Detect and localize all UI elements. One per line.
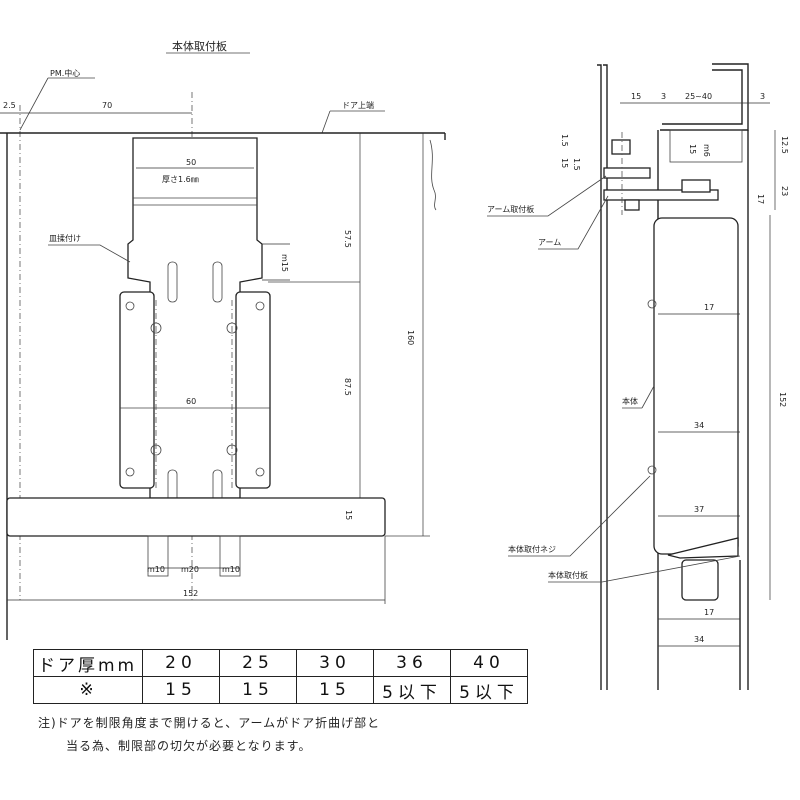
dim-160: 160	[406, 330, 415, 345]
side-dim-37: 37	[694, 505, 704, 514]
dim-70: 70	[102, 101, 112, 110]
label-kaishi: 皿揉付け	[49, 233, 81, 243]
dim-m10-right: m10	[222, 565, 240, 574]
table-cell: 5以下	[450, 676, 528, 704]
side-dim-17a: 17	[756, 194, 765, 204]
table-header-note: ※	[33, 676, 143, 704]
pm-center-label: PM.中心	[50, 68, 80, 78]
table-header-thickness: ドア厚mm	[33, 649, 143, 677]
table-cell: 15	[219, 676, 297, 704]
side-dim-15: 15	[631, 92, 641, 101]
side-dim-34a: 34	[694, 421, 704, 430]
table-row: ※ 15 15 15 5以下 5以下	[33, 676, 528, 704]
label-arm-mount: アーム取付板	[487, 204, 534, 214]
dim-50: 50	[186, 158, 196, 167]
side-dim-17b: 17	[704, 303, 714, 312]
label-body-plate: 本体取付板	[548, 570, 588, 580]
dim-15: 15	[344, 510, 353, 520]
table-cell: 20	[142, 649, 220, 677]
table-cell: 40	[450, 649, 528, 677]
table-cell: 15	[142, 676, 220, 704]
side-dim-3b: 3	[760, 92, 765, 101]
side-dim-15b: 15	[560, 158, 569, 168]
dim-m10-left: m10	[147, 565, 165, 574]
dim-60: 60	[186, 397, 196, 406]
table-cell: 30	[296, 649, 374, 677]
note-line-2: 当る為、制限部の切欠が必要となります。	[66, 739, 312, 753]
table-cell: 25	[219, 649, 297, 677]
side-dim-34b: 34	[694, 635, 704, 644]
side-dim-17c: 17	[704, 608, 714, 617]
side-dim-25-40: 25~40	[685, 92, 712, 101]
dim-152: 152	[183, 589, 198, 598]
dim-57-5: 57.5	[343, 230, 352, 248]
door-thickness-table: ドア厚mm 20 25 30 36 40 ※ 15 15 15 5以下 5以下	[33, 649, 528, 704]
side-dim-1-5a: 1.5	[560, 134, 569, 147]
note-line-1: 注)ドアを制限角度まで開けると、アームがドア折曲げ部と	[38, 716, 381, 730]
side-dim-15c: 15	[688, 144, 697, 154]
side-dim-23: 23	[780, 186, 789, 196]
table-cell: 36	[373, 649, 451, 677]
label-body: 本体	[622, 396, 638, 406]
front-view: 本体取付板 PM.中心 2.5 70 ドア上端 57.5 87.5 160	[0, 39, 446, 640]
dim-2-5: 2.5	[3, 101, 16, 110]
label-arm: アーム	[538, 238, 561, 247]
dim-87-5: 87.5	[343, 378, 352, 396]
side-view: 15 3 25~40 3 12.5 23 17 1.5 15 1.5 15 m6…	[487, 63, 789, 690]
side-dim-m: m6	[702, 144, 711, 157]
thickness-label: 厚さ1.6㎜	[162, 175, 199, 184]
table-row: ドア厚mm 20 25 30 36 40	[33, 649, 528, 677]
door-top-label: ドア上端	[342, 100, 374, 110]
side-dim-12-5: 12.5	[780, 136, 789, 154]
table-cell: 5以下	[373, 676, 451, 704]
side-dim-3a: 3	[661, 92, 666, 101]
front-title: 本体取付板	[172, 39, 227, 53]
table-cell: 15	[296, 676, 374, 704]
dim-m15: m15	[280, 254, 289, 272]
label-body-screw: 本体取付ネジ	[508, 544, 556, 554]
side-dim-1-5b: 1.5	[572, 158, 581, 171]
dim-m20: m20	[181, 565, 199, 574]
side-dim-152: 152	[778, 392, 787, 407]
